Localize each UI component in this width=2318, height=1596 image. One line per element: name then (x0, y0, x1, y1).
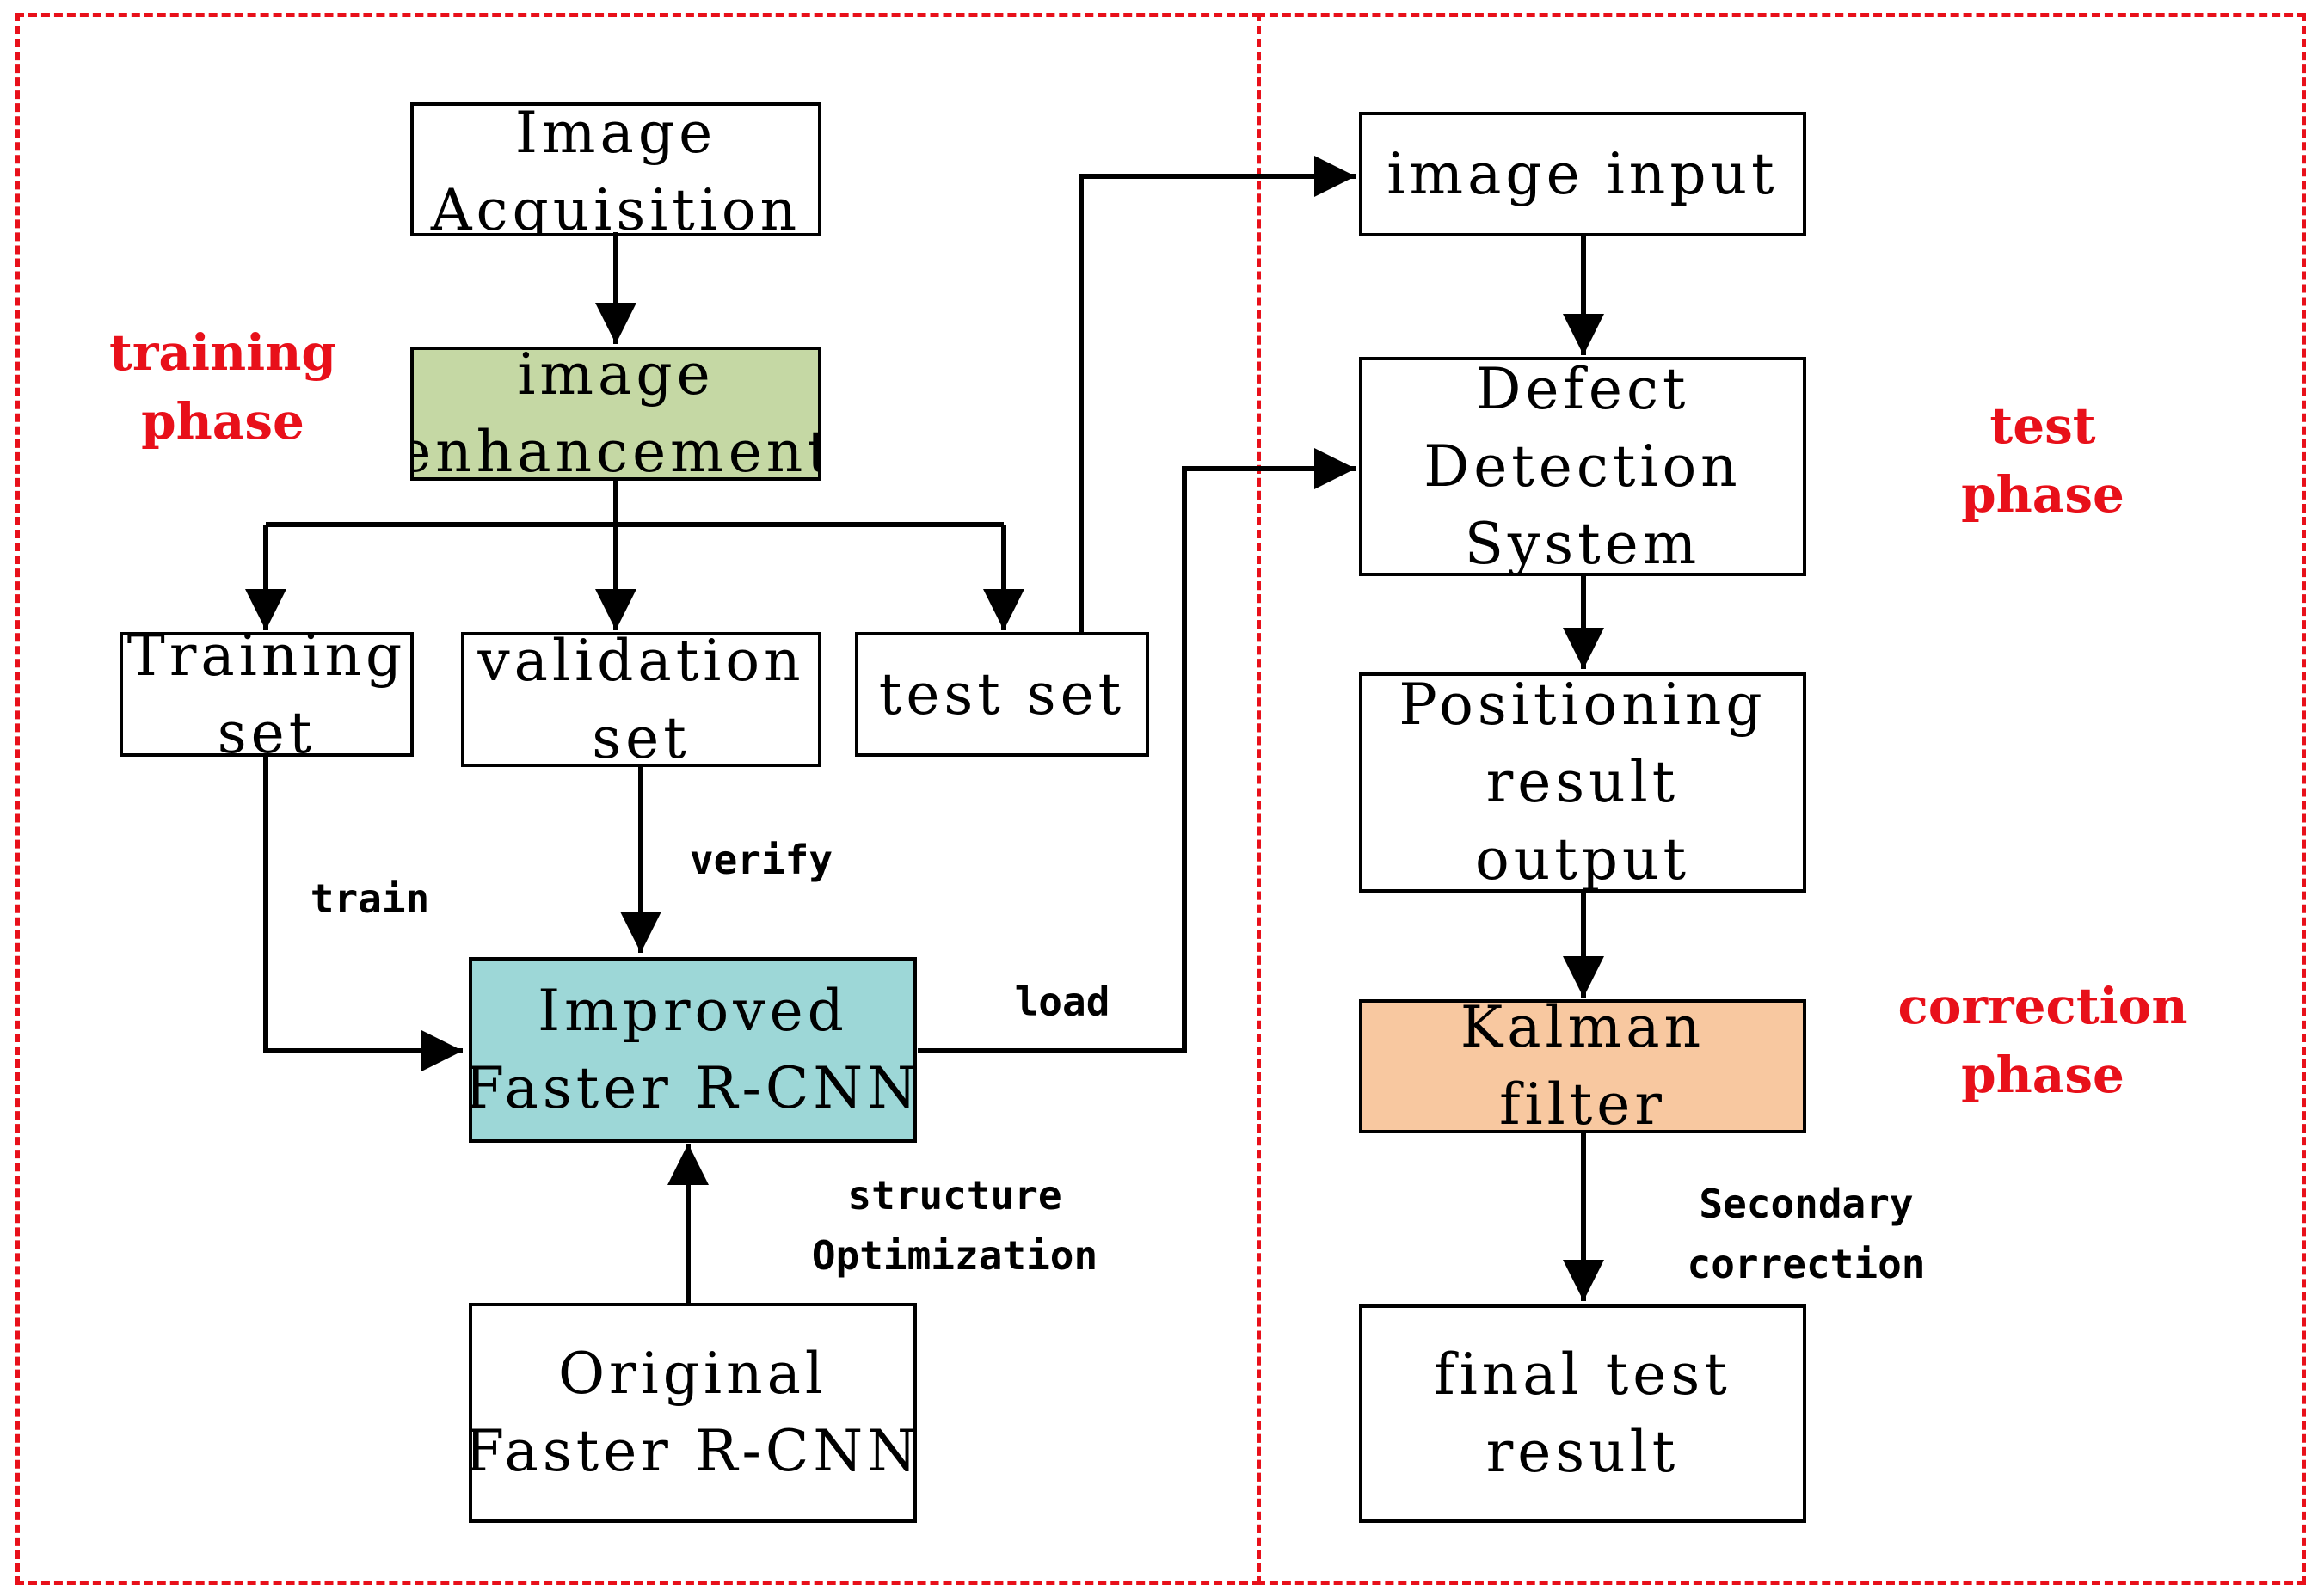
node-image-enhancement: image enhancement (410, 347, 821, 481)
node-original-faster-rcnn: Original Faster R-CNN (469, 1303, 917, 1523)
edge-label-secondary-correction: Secondary correction (1660, 1174, 1952, 1294)
edge-label-verify: verify (671, 830, 852, 890)
node-text-line: Image (514, 102, 717, 166)
node-defect-detection-system: Defect Detection System (1359, 357, 1806, 576)
node-image-input: image input (1359, 112, 1806, 236)
node-text-line: set (592, 704, 691, 767)
phase-text-line: training (109, 323, 336, 382)
node-improved-faster-rcnn: Improved Faster R-CNN (469, 957, 917, 1143)
phase-text-line: test (1989, 396, 2096, 455)
arrow-improved-to-detection (918, 448, 1356, 1053)
arrow-training-to-improved (263, 757, 463, 1071)
node-text-line: Original (557, 1341, 828, 1407)
node-text-line: Improved (538, 978, 848, 1044)
edge-text-line: load (1014, 979, 1110, 1025)
phase-label-test: test phase (1862, 391, 2223, 529)
edge-label-load: load (989, 972, 1135, 1032)
node-text-line: System (1464, 510, 1701, 576)
node-text-line: Faster R-CNN (469, 1055, 917, 1121)
node-text-line: output (1474, 826, 1691, 893)
phase-text-line: phase (141, 392, 304, 451)
phase-text-line: phase (1961, 1046, 2124, 1104)
node-validation-set: validation set (461, 632, 821, 767)
phase-text-line: phase (1961, 465, 2124, 524)
arrow-testset-to-input (1079, 156, 1356, 632)
test-region (1257, 13, 2306, 1585)
node-text-line: Defect (1475, 357, 1690, 422)
node-text-line: Kalman (1460, 999, 1706, 1060)
node-text-line: validation (477, 632, 805, 694)
edge-text-line: correction (1687, 1241, 1926, 1287)
node-text-line: result (1485, 749, 1680, 815)
node-text-line: enhancement (410, 419, 821, 481)
edge-text-line: structure (847, 1172, 1062, 1218)
node-text-line: Faster R-CNN (469, 1418, 917, 1484)
node-kalman-filter: Kalman filter (1359, 999, 1806, 1133)
phase-label-correction: correction phase (1862, 972, 2223, 1109)
node-text-line: Detection (1423, 433, 1742, 500)
edge-text-line: Optimization (811, 1232, 1098, 1279)
node-test-set: test set (855, 632, 1149, 757)
node-positioning-result-output: Positioning result output (1359, 672, 1806, 893)
edge-text-line: train (310, 875, 430, 922)
edge-label-structure-optimization: structure Optimization (787, 1165, 1122, 1286)
phase-label-training: training phase (42, 318, 403, 456)
edge-label-train: train (284, 869, 456, 929)
node-text-line: result (1485, 1419, 1680, 1485)
node-text-line: image input (1386, 140, 1779, 207)
node-text-line: image (517, 347, 715, 408)
node-text-line: filter (1499, 1071, 1666, 1133)
node-text-line: Acquisition (430, 177, 802, 236)
node-image-acquisition: Image Acquisition (410, 102, 821, 236)
phase-text-line: correction (1897, 977, 2188, 1035)
node-text-line: Positioning (1399, 672, 1767, 738)
node-training-set: Training set (120, 632, 414, 757)
edge-text-line: Secondary (1699, 1181, 1914, 1227)
node-text-line: test set (878, 660, 1126, 727)
node-text-line: Training (126, 632, 407, 689)
node-text-line: set (217, 699, 317, 757)
node-text-line: final test (1434, 1341, 1731, 1408)
edge-text-line: verify (689, 837, 833, 883)
line-enhancement-split (266, 480, 1004, 527)
node-final-test-result: final test result (1359, 1304, 1806, 1523)
